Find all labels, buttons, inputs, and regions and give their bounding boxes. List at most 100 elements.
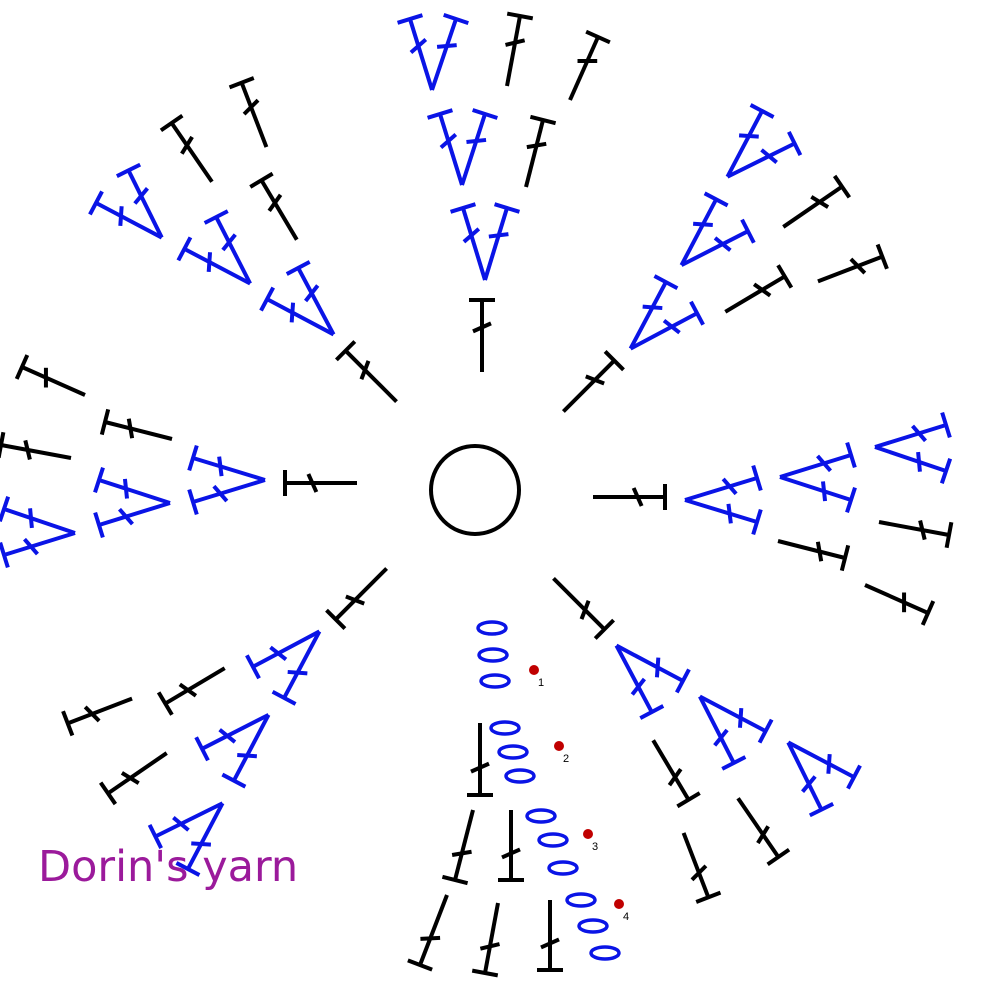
stitch-post xyxy=(126,169,164,239)
stitch-top-bar xyxy=(766,847,791,866)
stitch-slash xyxy=(28,508,34,529)
stitch-top-bar xyxy=(93,467,105,493)
stitch-post xyxy=(418,894,449,966)
stitch-post xyxy=(782,185,844,229)
v-stitch-left-leg xyxy=(426,108,464,186)
stitch-slash xyxy=(756,825,770,845)
double-crochet-stitch xyxy=(552,576,616,640)
stitch-post xyxy=(786,741,824,811)
stitch-post xyxy=(334,567,389,621)
stitch-top-bar xyxy=(787,130,803,157)
v-stitch-left-leg xyxy=(698,694,774,744)
stitch-slash xyxy=(133,187,149,205)
stitch-top-bar xyxy=(751,464,763,492)
v-stitch xyxy=(0,496,76,569)
stitch-post xyxy=(21,365,86,397)
stitch-top-bar xyxy=(61,710,75,737)
v-stitch xyxy=(176,209,252,286)
double-crochet-stitch xyxy=(782,174,851,229)
stitch-post xyxy=(104,420,173,441)
stitch-post xyxy=(561,359,616,413)
stitch-top-bar xyxy=(187,488,199,516)
stitch-top-bar xyxy=(228,76,255,90)
double-crochet-stitch xyxy=(469,298,495,372)
spoke-270 xyxy=(0,354,357,569)
stitch-post xyxy=(483,902,500,974)
stitch-post xyxy=(232,713,271,782)
v-stitch-right-leg xyxy=(147,801,224,850)
stitch-top-bar xyxy=(689,300,705,326)
stitch-top-bar xyxy=(14,354,30,380)
stitch-top-bar xyxy=(187,444,199,472)
v-stitch-right-leg xyxy=(93,467,171,505)
v-stitch xyxy=(698,694,774,771)
stitch-top-bar xyxy=(156,691,174,716)
stitch-top-bar xyxy=(603,349,625,372)
v-stitch-left-leg xyxy=(874,411,952,449)
watermark-text: Dorin's yarn xyxy=(38,842,299,892)
chain-stitch xyxy=(497,744,529,760)
stitch-slash xyxy=(420,935,441,941)
stitch-slash xyxy=(83,705,101,723)
stitch-post xyxy=(787,740,855,779)
stitch-top-bar xyxy=(441,874,469,886)
stitch-top-bar xyxy=(245,654,261,680)
stitch-top-bar xyxy=(808,802,835,818)
chain-stitch xyxy=(565,892,597,908)
stitch-slash xyxy=(540,937,560,950)
stitch-post xyxy=(3,531,76,557)
v-stitch-right-leg xyxy=(483,202,521,281)
stitch-slash xyxy=(466,137,487,145)
stitch-slash xyxy=(409,37,428,54)
stitch-top-bar xyxy=(529,114,557,126)
stitch-slash xyxy=(815,541,824,562)
chain-stitch xyxy=(537,832,569,848)
v-stitch-left-leg xyxy=(88,190,163,240)
v-stitch-right-leg xyxy=(285,260,336,336)
stitch-top-bar xyxy=(940,411,952,439)
stitch-post xyxy=(874,445,947,473)
row-marker-dot xyxy=(554,741,564,751)
v-stitch-left-leg xyxy=(779,441,857,479)
stitch-slash xyxy=(122,478,130,499)
stitch-slash xyxy=(801,775,817,793)
stitch-post xyxy=(817,254,884,284)
stitch-slash xyxy=(237,752,258,759)
stitch-slash xyxy=(579,600,591,620)
v-stitch xyxy=(786,740,862,818)
stitch-slash xyxy=(242,98,260,116)
stitch-top-bar xyxy=(875,243,889,270)
stitch-slash xyxy=(172,816,190,832)
stitch-top-bar xyxy=(639,704,665,720)
double-crochet-stitch xyxy=(505,11,534,87)
v-stitch-left-leg xyxy=(787,740,862,790)
double-crochet-stitch xyxy=(681,832,722,904)
stitch-top-bar xyxy=(472,108,498,120)
stitch-post xyxy=(505,15,522,87)
stitch-slash xyxy=(126,418,135,439)
double-crochet-stitch xyxy=(568,29,611,101)
stitch-slash xyxy=(217,456,224,477)
stitch-post xyxy=(629,311,698,351)
v-stitch-right-leg xyxy=(460,108,498,186)
stitch-top-bar xyxy=(396,13,424,25)
v-stitch-left-leg xyxy=(615,643,691,694)
stitch-slash xyxy=(462,227,481,244)
stitch-slash xyxy=(306,473,319,493)
stitch-top-bar xyxy=(845,487,857,513)
stitch-top-bar xyxy=(846,764,862,790)
stitch-post xyxy=(651,739,691,801)
stitch-slash xyxy=(488,232,509,239)
stitch-post xyxy=(628,281,668,350)
stitch-top-bar xyxy=(585,29,611,45)
stitch-top-bar xyxy=(920,600,936,626)
stitch-slash xyxy=(737,707,744,728)
spoke-90 xyxy=(593,411,954,626)
stitch-post xyxy=(66,696,133,726)
stitch-post xyxy=(614,644,654,713)
double-crochet-stitch xyxy=(593,484,667,510)
stitch-slash xyxy=(826,753,832,774)
double-crochet-stitch xyxy=(878,520,954,549)
stitch-slash xyxy=(630,677,646,696)
v-stitch-right-leg xyxy=(194,713,270,762)
